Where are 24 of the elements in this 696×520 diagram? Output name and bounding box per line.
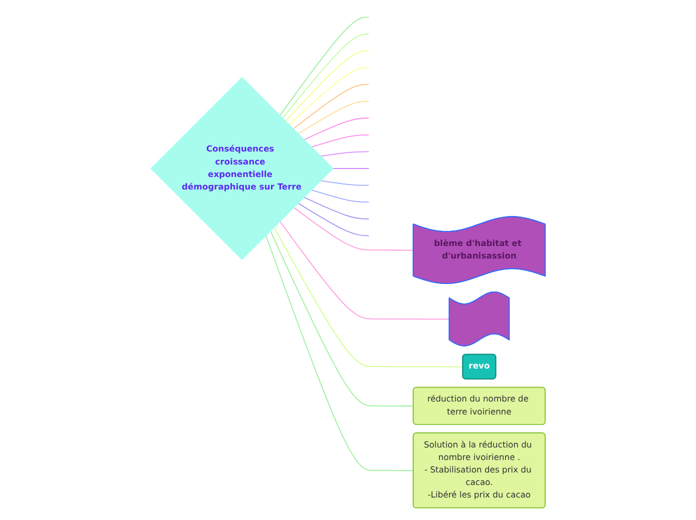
connector: [285, 50, 370, 122]
topic-box: Solution à la réduction du nombre ivoirienne . - Stabilisation des prix du cacao. -Libéré les prix du cacao: [412, 432, 546, 508]
connector: [282, 33, 370, 118]
topic-box: revo: [462, 353, 496, 379]
connector: [274, 226, 464, 367]
connector: [288, 66, 370, 125]
wavy-banner: [448, 290, 510, 346]
connector: [304, 117, 370, 140]
connector: [320, 150, 370, 156]
connector: [280, 220, 450, 320]
connector: [298, 202, 370, 236]
connector: [293, 206, 414, 250]
topic-box: réduction du nombre de terre ivoirienne: [412, 386, 546, 424]
connector: [304, 196, 370, 219]
connector: [310, 134, 370, 147]
connector: [279, 16, 370, 116]
wavy-banner: blème d'habitat et d'urbanisassion: [412, 216, 546, 284]
connector: [270, 230, 414, 406]
central-topic-diamond: Conséquences croissance exponentielle démographique sur Terre: [150, 76, 334, 260]
connector: [320, 180, 370, 186]
connector: [298, 100, 370, 134]
connector: [310, 189, 370, 202]
connector: [292, 84, 370, 129]
connector: [265, 234, 414, 471]
